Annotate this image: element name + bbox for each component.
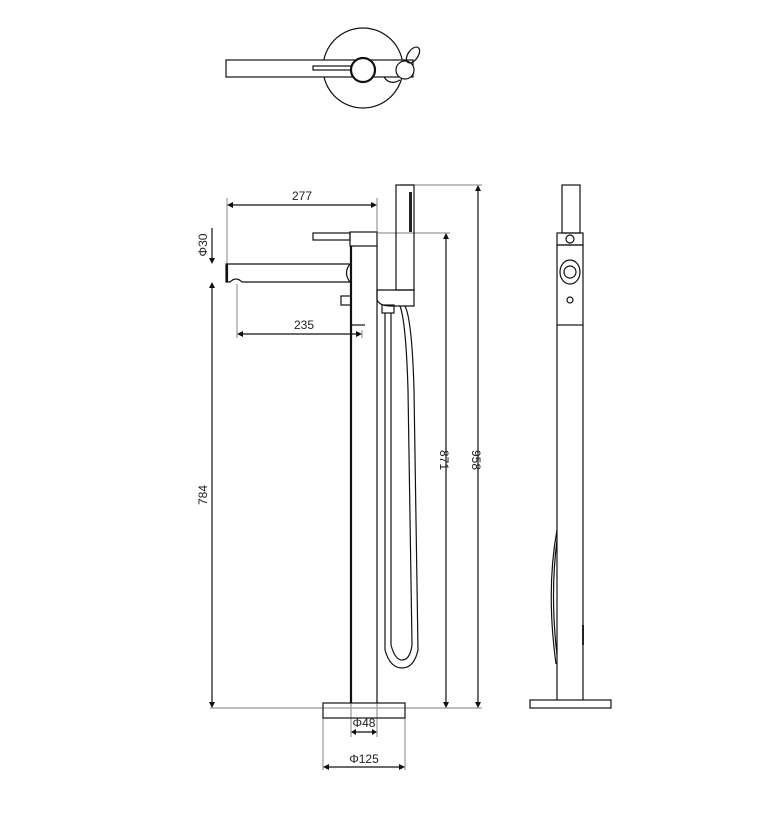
top-view bbox=[225, 27, 421, 109]
dim-phi48: Φ48 bbox=[353, 716, 376, 730]
dim-784: 784 bbox=[196, 485, 210, 505]
dim-phi30: Φ30 bbox=[196, 233, 210, 256]
side-view bbox=[529, 184, 612, 709]
dim-phi125: Φ125 bbox=[349, 752, 379, 766]
front-view: 277 235 Φ30 784 871 958 Φ48 Φ125 bbox=[196, 184, 483, 770]
dim-235: 235 bbox=[294, 318, 314, 332]
dim-871: 871 bbox=[437, 450, 451, 470]
dim-958: 958 bbox=[469, 450, 483, 470]
dim-277: 277 bbox=[292, 189, 312, 203]
